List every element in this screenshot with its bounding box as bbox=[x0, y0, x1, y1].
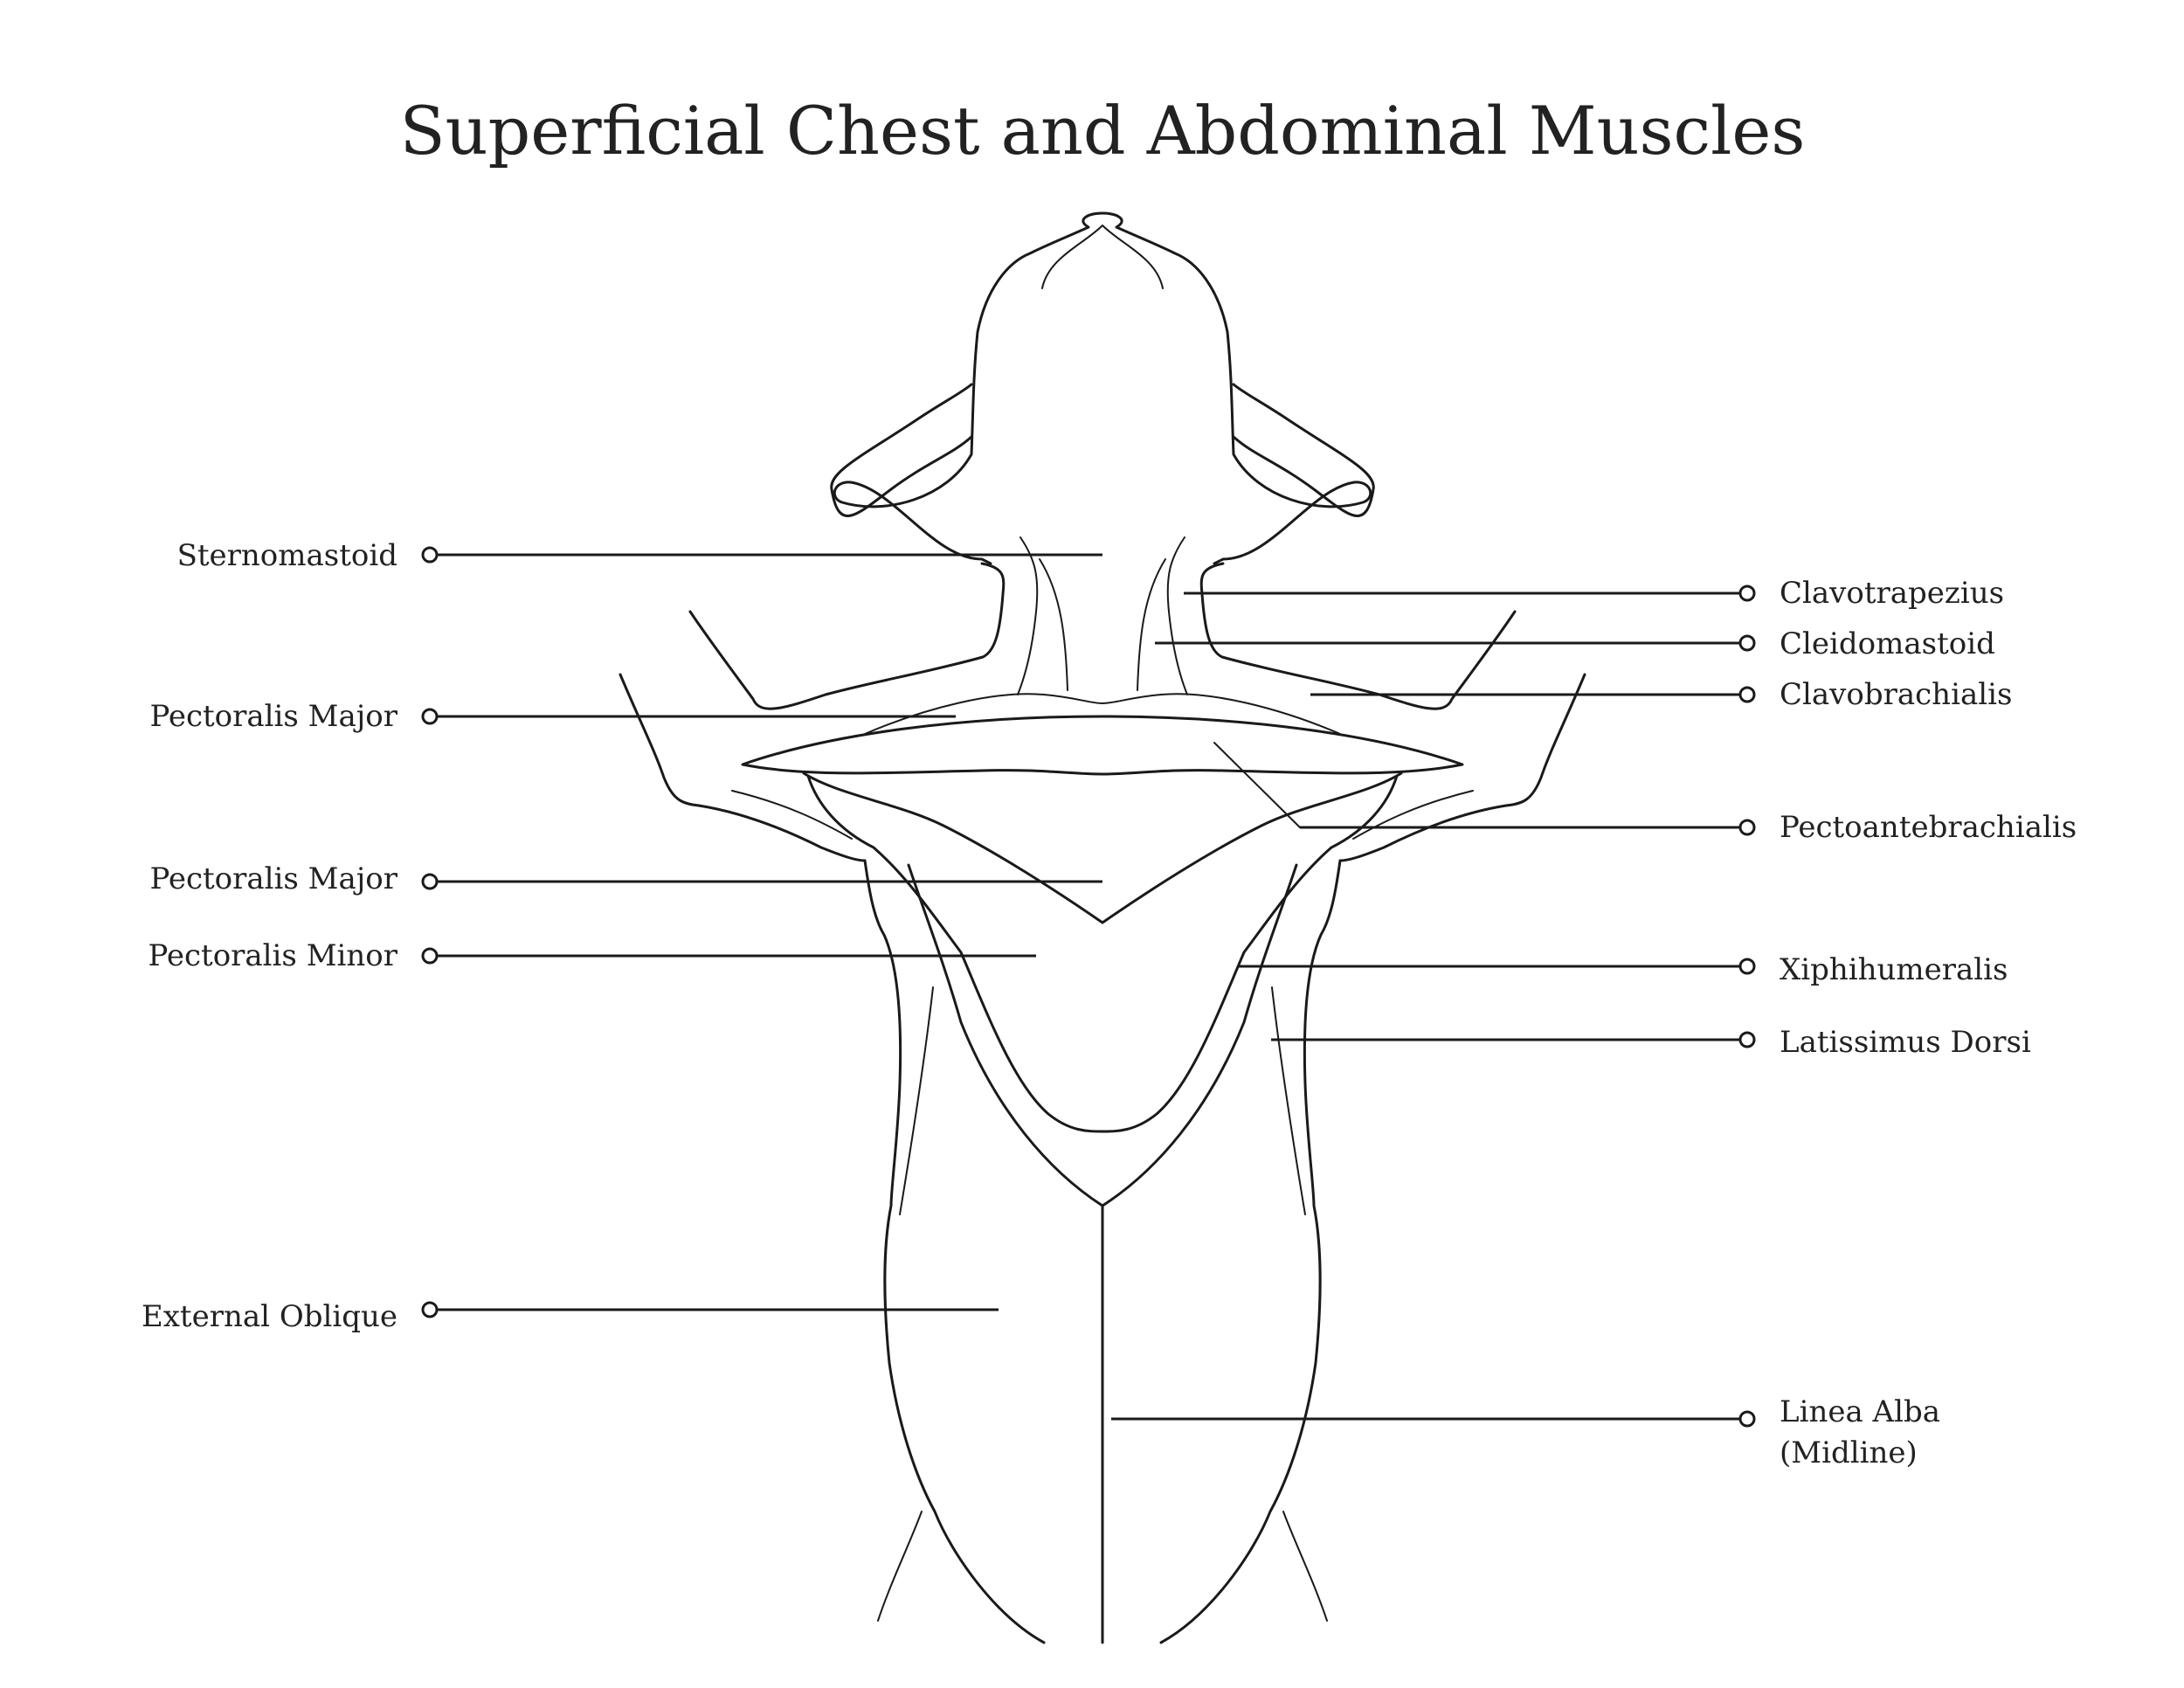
head-inner-curve bbox=[1041, 225, 1164, 289]
label-text: Clavotrapezius bbox=[1780, 576, 2004, 611]
leader-dot bbox=[1738, 585, 1756, 602]
left-ear bbox=[830, 383, 973, 517]
leader-dot bbox=[421, 1301, 439, 1318]
latissimus-right-line bbox=[1271, 986, 1306, 1215]
right-ear bbox=[1232, 383, 1375, 517]
label-text: External Oblique bbox=[142, 1299, 397, 1334]
label-pectoralis-major-2: Pectoralis Major bbox=[149, 861, 1102, 896]
leader-dot bbox=[1738, 686, 1756, 703]
label-text: Linea Alba bbox=[1780, 1394, 1940, 1429]
abdominal-v bbox=[907, 863, 1298, 1207]
label-text: Pectoralis Major bbox=[149, 861, 397, 896]
label-text: Pectoralis Major bbox=[149, 699, 397, 734]
clavicle-upper bbox=[864, 693, 1341, 735]
leg-left bbox=[877, 1511, 923, 1622]
leader-dot bbox=[421, 546, 439, 564]
label-text: Pectoralis Minor bbox=[149, 938, 398, 973]
pectoralis-outer bbox=[806, 774, 1399, 1133]
leader-dot bbox=[1738, 819, 1756, 836]
head-outline bbox=[833, 211, 1372, 565]
leader-dot bbox=[421, 873, 439, 890]
latissimus-left-line bbox=[899, 986, 934, 1215]
neck-left bbox=[688, 562, 1006, 710]
leg-right bbox=[1282, 1511, 1328, 1622]
label-cleidomastoid: Cleidomastoid bbox=[1155, 626, 1995, 661]
label-linea-alba: Linea Alba (Midline) bbox=[1111, 1394, 1940, 1470]
torso-right bbox=[1159, 859, 1342, 1644]
pectoral-v bbox=[802, 771, 1403, 924]
neck-strap-right bbox=[1137, 536, 1188, 695]
torso-left bbox=[863, 859, 1046, 1644]
label-text: Pectoantebrachialis bbox=[1780, 810, 2077, 845]
arm-right-line bbox=[1352, 790, 1474, 840]
label-xiphihumeralis: Xiphihumeralis bbox=[1239, 952, 2008, 987]
label-text-line2: (Midline) bbox=[1780, 1435, 1918, 1470]
left-shoulder bbox=[619, 673, 867, 862]
label-pectoralis-minor: Pectoralis Minor bbox=[149, 938, 1036, 973]
right-labels: Clavotrapezius Cleidomastoid Clavobrachi… bbox=[1111, 576, 2077, 1470]
left-labels: Sternomastoid Pectoralis Major Pectorali… bbox=[142, 538, 1102, 1334]
right-shoulder bbox=[1338, 673, 1586, 862]
leader-dot bbox=[1738, 1410, 1756, 1428]
leader-dot bbox=[421, 708, 439, 725]
leader-dot bbox=[1738, 958, 1756, 975]
label-text: Latissimus Dorsi bbox=[1780, 1025, 2031, 1060]
neck-right bbox=[1199, 562, 1517, 710]
clavicle-band bbox=[741, 715, 1464, 776]
arm-left-line bbox=[731, 790, 853, 840]
label-pectoantebrachialis: Pectoantebrachialis bbox=[1300, 810, 2077, 845]
label-text: Cleidomastoid bbox=[1780, 626, 1995, 661]
page-title: Superficial Chest and Abdominal Muscles bbox=[400, 92, 1806, 169]
label-pectoralis-major-1: Pectoralis Major bbox=[149, 699, 956, 734]
label-clavobrachialis: Clavobrachialis bbox=[1310, 677, 2012, 712]
leader-dot bbox=[421, 947, 439, 965]
label-text: Sternomastoid bbox=[177, 538, 397, 573]
pectoantebrachialis-diagonal bbox=[1213, 742, 1301, 828]
label-sternomastoid: Sternomastoid bbox=[177, 538, 1102, 573]
label-text: Xiphihumeralis bbox=[1780, 952, 2008, 987]
label-clavotrapezius: Clavotrapezius bbox=[1184, 576, 2004, 611]
leader-dot bbox=[1738, 634, 1756, 652]
neck-strap-left bbox=[1017, 536, 1068, 695]
leader-dot bbox=[1738, 1031, 1756, 1048]
label-external-oblique: External Oblique bbox=[142, 1299, 999, 1334]
body-outline bbox=[619, 211, 1586, 1644]
label-text: Clavobrachialis bbox=[1780, 677, 2012, 712]
label-latissimus-dorsi: Latissimus Dorsi bbox=[1271, 1025, 2031, 1060]
